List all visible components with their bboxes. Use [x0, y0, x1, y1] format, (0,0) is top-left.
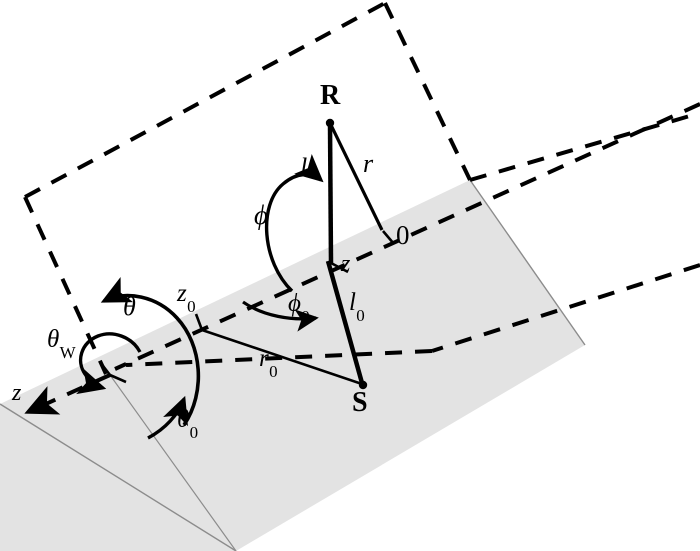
shaded-plane-fill: [0, 180, 585, 551]
angle-label-theta0: θ0: [177, 406, 198, 441]
tick-marks: [98, 230, 395, 384]
r0-vector: [201, 328, 363, 386]
tick-z0: [194, 313, 204, 331]
point-label-S: S: [352, 387, 368, 418]
thetaW-arc: [76, 332, 142, 395]
theta-arc: [100, 277, 201, 426]
angle-label-phi: ϕ: [254, 200, 268, 230]
l0-vector: [325, 260, 365, 384]
tick-origin-a: [109, 373, 127, 384]
r-vector: [328, 122, 384, 231]
angle-label-phi0-base: ϕ: [288, 290, 301, 317]
upper-plane-edge-left: [23, 196, 108, 375]
angle-label-thetaW-sub: W: [59, 342, 76, 362]
angle-label-theta0-base: θ: [177, 406, 190, 433]
point-markers: [325, 118, 368, 390]
point-label-z0: z0: [177, 280, 196, 315]
point-label-z0-sub: 0: [187, 296, 196, 316]
base-plane-edge-bottom: [125, 349, 433, 367]
shaded-plane-crease-edge: [109, 374, 237, 551]
upper-plane-edge-right: [383, 2, 472, 181]
shaded-plane: [0, 179, 586, 551]
angle-label-theta0-sub: 0: [189, 422, 199, 442]
angle-arcs: [76, 154, 324, 440]
point-R-dot: [325, 118, 335, 128]
upper-plane-outline: [23, 1, 472, 375]
angle-label-phi0-sub: 0: [301, 306, 310, 326]
tick-zero: [382, 230, 395, 245]
phi0-arc: [242, 300, 319, 332]
shaded-plane-left-edge: [0, 403, 237, 551]
point-label-z0-base: z: [177, 280, 187, 307]
l-vector: [327, 123, 334, 264]
angle-label-theta: θ: [123, 292, 136, 321]
vector-label-l: l: [300, 153, 308, 182]
angle-label-phi0: ϕ0: [288, 290, 310, 325]
vector-label-l0-base: l: [349, 289, 356, 316]
point-S-dot: [358, 380, 368, 390]
tick-origin-b: [98, 361, 112, 376]
base-plane-edge-lower-right: [431, 263, 700, 353]
upper-plane-edge-top: [24, 1, 386, 199]
axis-label-z-arrow: z: [12, 380, 22, 406]
shaded-plane-right-edge: [469, 179, 586, 346]
axis-label-z: z: [341, 251, 351, 277]
angle-label-thetaW: θW: [47, 326, 76, 361]
point-label-R: R: [320, 80, 341, 111]
phi-arc: [264, 154, 324, 293]
theta0-arc: [147, 395, 188, 440]
angle-label-thetaW-base: θ: [47, 326, 60, 353]
point-label-zero: 0: [396, 220, 410, 250]
base-plane-outline: [125, 111, 700, 367]
base-plane-edge-upper-right: [469, 111, 700, 182]
vector-label-r0-base: r: [259, 345, 269, 372]
vector-label-l0: l0: [349, 289, 365, 324]
vectors: [201, 122, 384, 386]
tick-z: [330, 261, 349, 274]
vector-label-r: r: [363, 149, 374, 178]
vector-label-r0: r0: [259, 345, 278, 380]
vector-label-l0-sub: 0: [356, 305, 365, 325]
vector-label-r0-sub: 0: [269, 361, 278, 381]
